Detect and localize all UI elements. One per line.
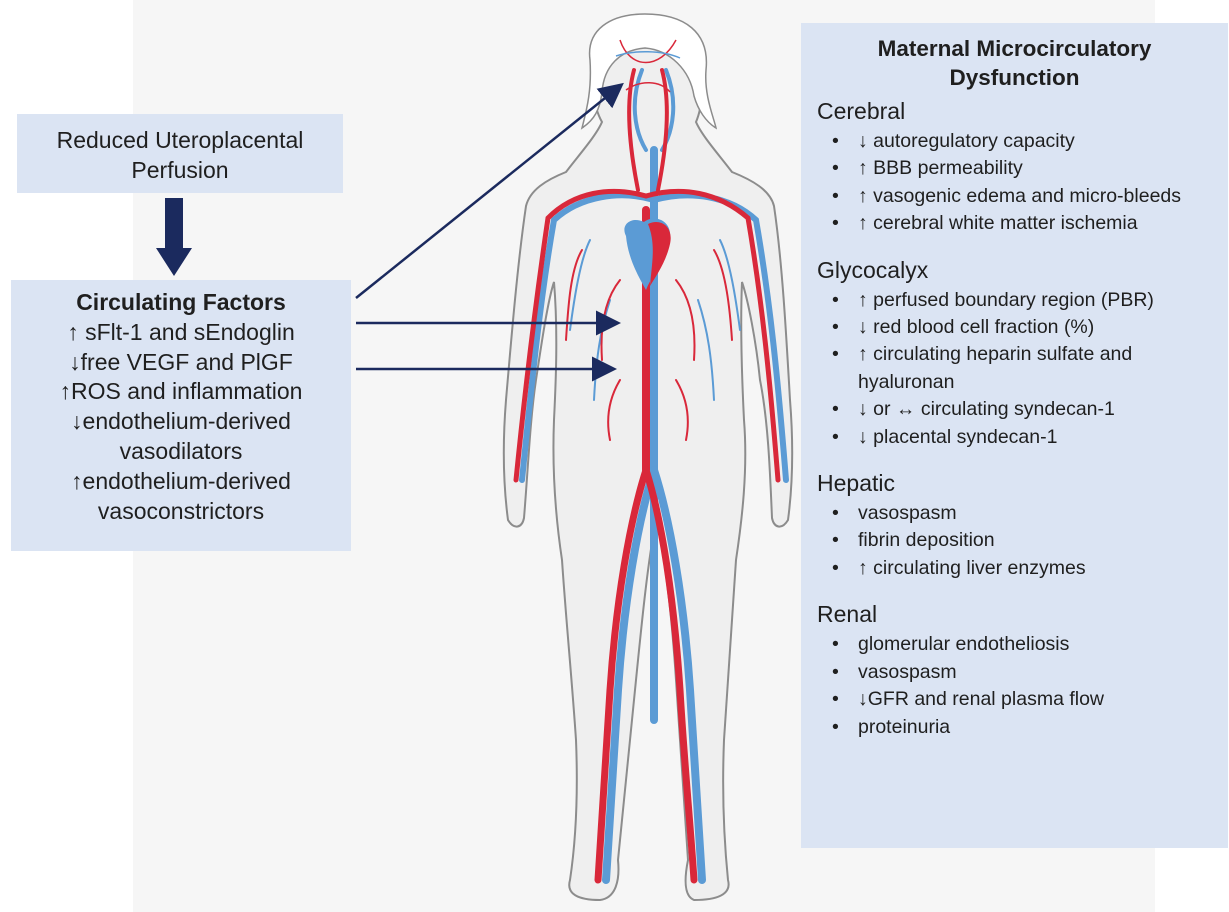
factor-line: vasoconstrictors — [11, 497, 351, 527]
list-item: ↑ vasogenic edema and micro-bleeds — [828, 183, 1188, 210]
perfusion-line: Perfusion — [17, 155, 343, 185]
section-glycocalyx: Glycocalyx ↑ perfused boundary region (P… — [817, 256, 1228, 451]
human-circulatory-system-illustration — [470, 0, 820, 912]
list-item: ↑ circulating heparin sulfate and hyalur… — [828, 341, 1188, 396]
perfusion-box: Reduced Uteroplacental Perfusion — [17, 114, 343, 193]
factors-heading: Circulating Factors — [11, 288, 351, 318]
thick-down-arrow-icon — [156, 198, 192, 276]
list-item: fibrin deposition — [828, 527, 1228, 554]
factor-line: ↑ sFlt-1 and sEndoglin — [11, 318, 351, 348]
list-item: ↑ BBB permeability — [828, 155, 1228, 182]
list-item: ↓ autoregulatory capacity — [828, 128, 1228, 155]
perfusion-line: Reduced Uteroplacental — [17, 125, 343, 155]
list-item: ↑ circulating liver enzymes — [828, 555, 1228, 582]
list-item: proteinuria — [828, 714, 1228, 741]
section-title: Hepatic — [817, 469, 1228, 497]
section-title: Glycocalyx — [817, 256, 1228, 284]
section-hepatic: Hepatic vasospasm fibrin deposition ↑ ci… — [817, 469, 1228, 582]
factor-line: ↑ROS and inflammation — [11, 377, 351, 407]
factor-line: ↓free VEGF and PlGF — [11, 348, 351, 378]
factor-line: ↓endothelium-derived — [11, 407, 351, 437]
section-renal: Renal glomerular endotheliosis vasospasm… — [817, 600, 1228, 741]
section-title: Renal — [817, 600, 1228, 628]
list-item: ↑ perfused boundary region (PBR) — [828, 287, 1228, 314]
list-item: ↓ or ↔ circulating syndecan-1 — [828, 396, 1228, 423]
dysfunction-box: Maternal Microcirculatory Dysfunction Ce… — [801, 23, 1228, 848]
circulating-factors-box: Circulating Factors ↑ sFlt-1 and sEndogl… — [11, 280, 351, 551]
section-title: Cerebral — [817, 97, 1228, 125]
list-item: glomerular endotheliosis — [828, 631, 1228, 658]
dysfunction-title: Maternal Microcirculatory Dysfunction — [817, 34, 1212, 92]
list-item: ↓ red blood cell fraction (%) — [828, 314, 1228, 341]
title-line: Dysfunction — [817, 63, 1212, 92]
factor-line: vasodilators — [11, 437, 351, 467]
list-item: ↓ placental syndecan-1 — [828, 424, 1228, 451]
factor-line: ↑endothelium-derived — [11, 467, 351, 497]
section-cerebral: Cerebral ↓ autoregulatory capacity ↑ BBB… — [817, 97, 1228, 238]
list-item: ↓GFR and renal plasma flow — [828, 686, 1228, 713]
list-item: vasospasm — [828, 659, 1228, 686]
list-item: ↑ cerebral white matter ischemia — [828, 210, 1228, 237]
title-line: Maternal Microcirculatory — [817, 34, 1212, 63]
list-item: vasospasm — [828, 500, 1228, 527]
